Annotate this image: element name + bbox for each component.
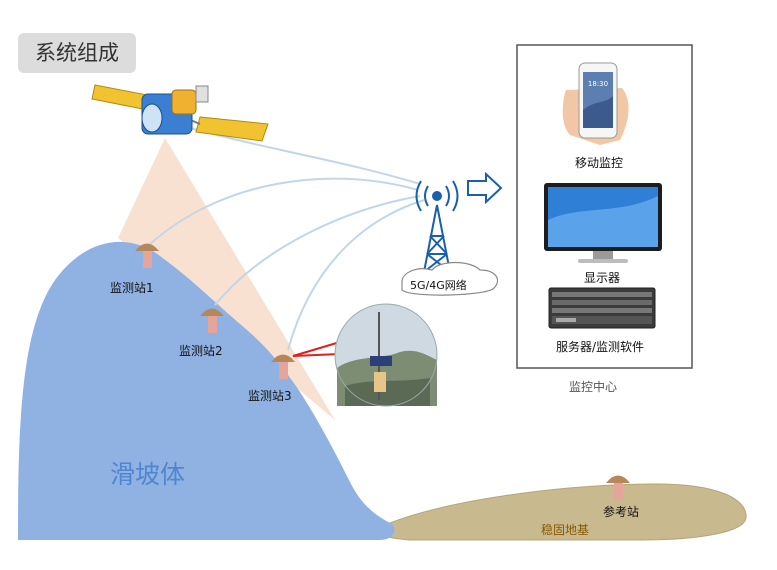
device-label-mobile: 移动监控 <box>575 156 624 170</box>
photo-connector <box>292 341 341 357</box>
device-label-monitor: 显示器 <box>584 271 621 285</box>
monitor-icon <box>544 183 662 263</box>
network-label: 5G/4G网络 <box>410 279 467 292</box>
stable-ground-label: 稳固地基 <box>541 523 590 537</box>
cell-tower-icon <box>415 180 459 273</box>
station-3-icon <box>271 354 295 379</box>
server-icon <box>548 287 656 329</box>
device-label-server: 服务器/监测软件 <box>556 340 645 354</box>
svg-text:18:30: 18:30 <box>588 80 608 88</box>
landslide-label: 滑坡体 <box>110 460 186 489</box>
station-2-icon <box>200 308 224 333</box>
satellite-beam <box>118 138 335 420</box>
network-cloud <box>401 261 499 296</box>
smartphone-icon: 18:30 <box>562 62 629 145</box>
station-1-icon <box>135 243 159 268</box>
monitoring-center-label: 监控中心 <box>569 380 618 394</box>
reference-station-label: 参考站 <box>603 505 640 519</box>
title-badge <box>18 33 136 73</box>
station-1-label: 监测站1 <box>110 281 154 295</box>
data-links <box>147 127 425 351</box>
page-title: 系统组成 <box>35 41 119 65</box>
arrow-right-icon <box>467 171 503 205</box>
reference-station-icon <box>606 475 630 500</box>
landslide-shape <box>18 241 395 541</box>
stable-ground-shape <box>376 483 747 541</box>
station-photo <box>334 303 438 407</box>
satellite-icon <box>91 84 269 142</box>
station-2-label: 监测站2 <box>179 344 223 358</box>
station-3-label: 监测站3 <box>248 389 292 403</box>
